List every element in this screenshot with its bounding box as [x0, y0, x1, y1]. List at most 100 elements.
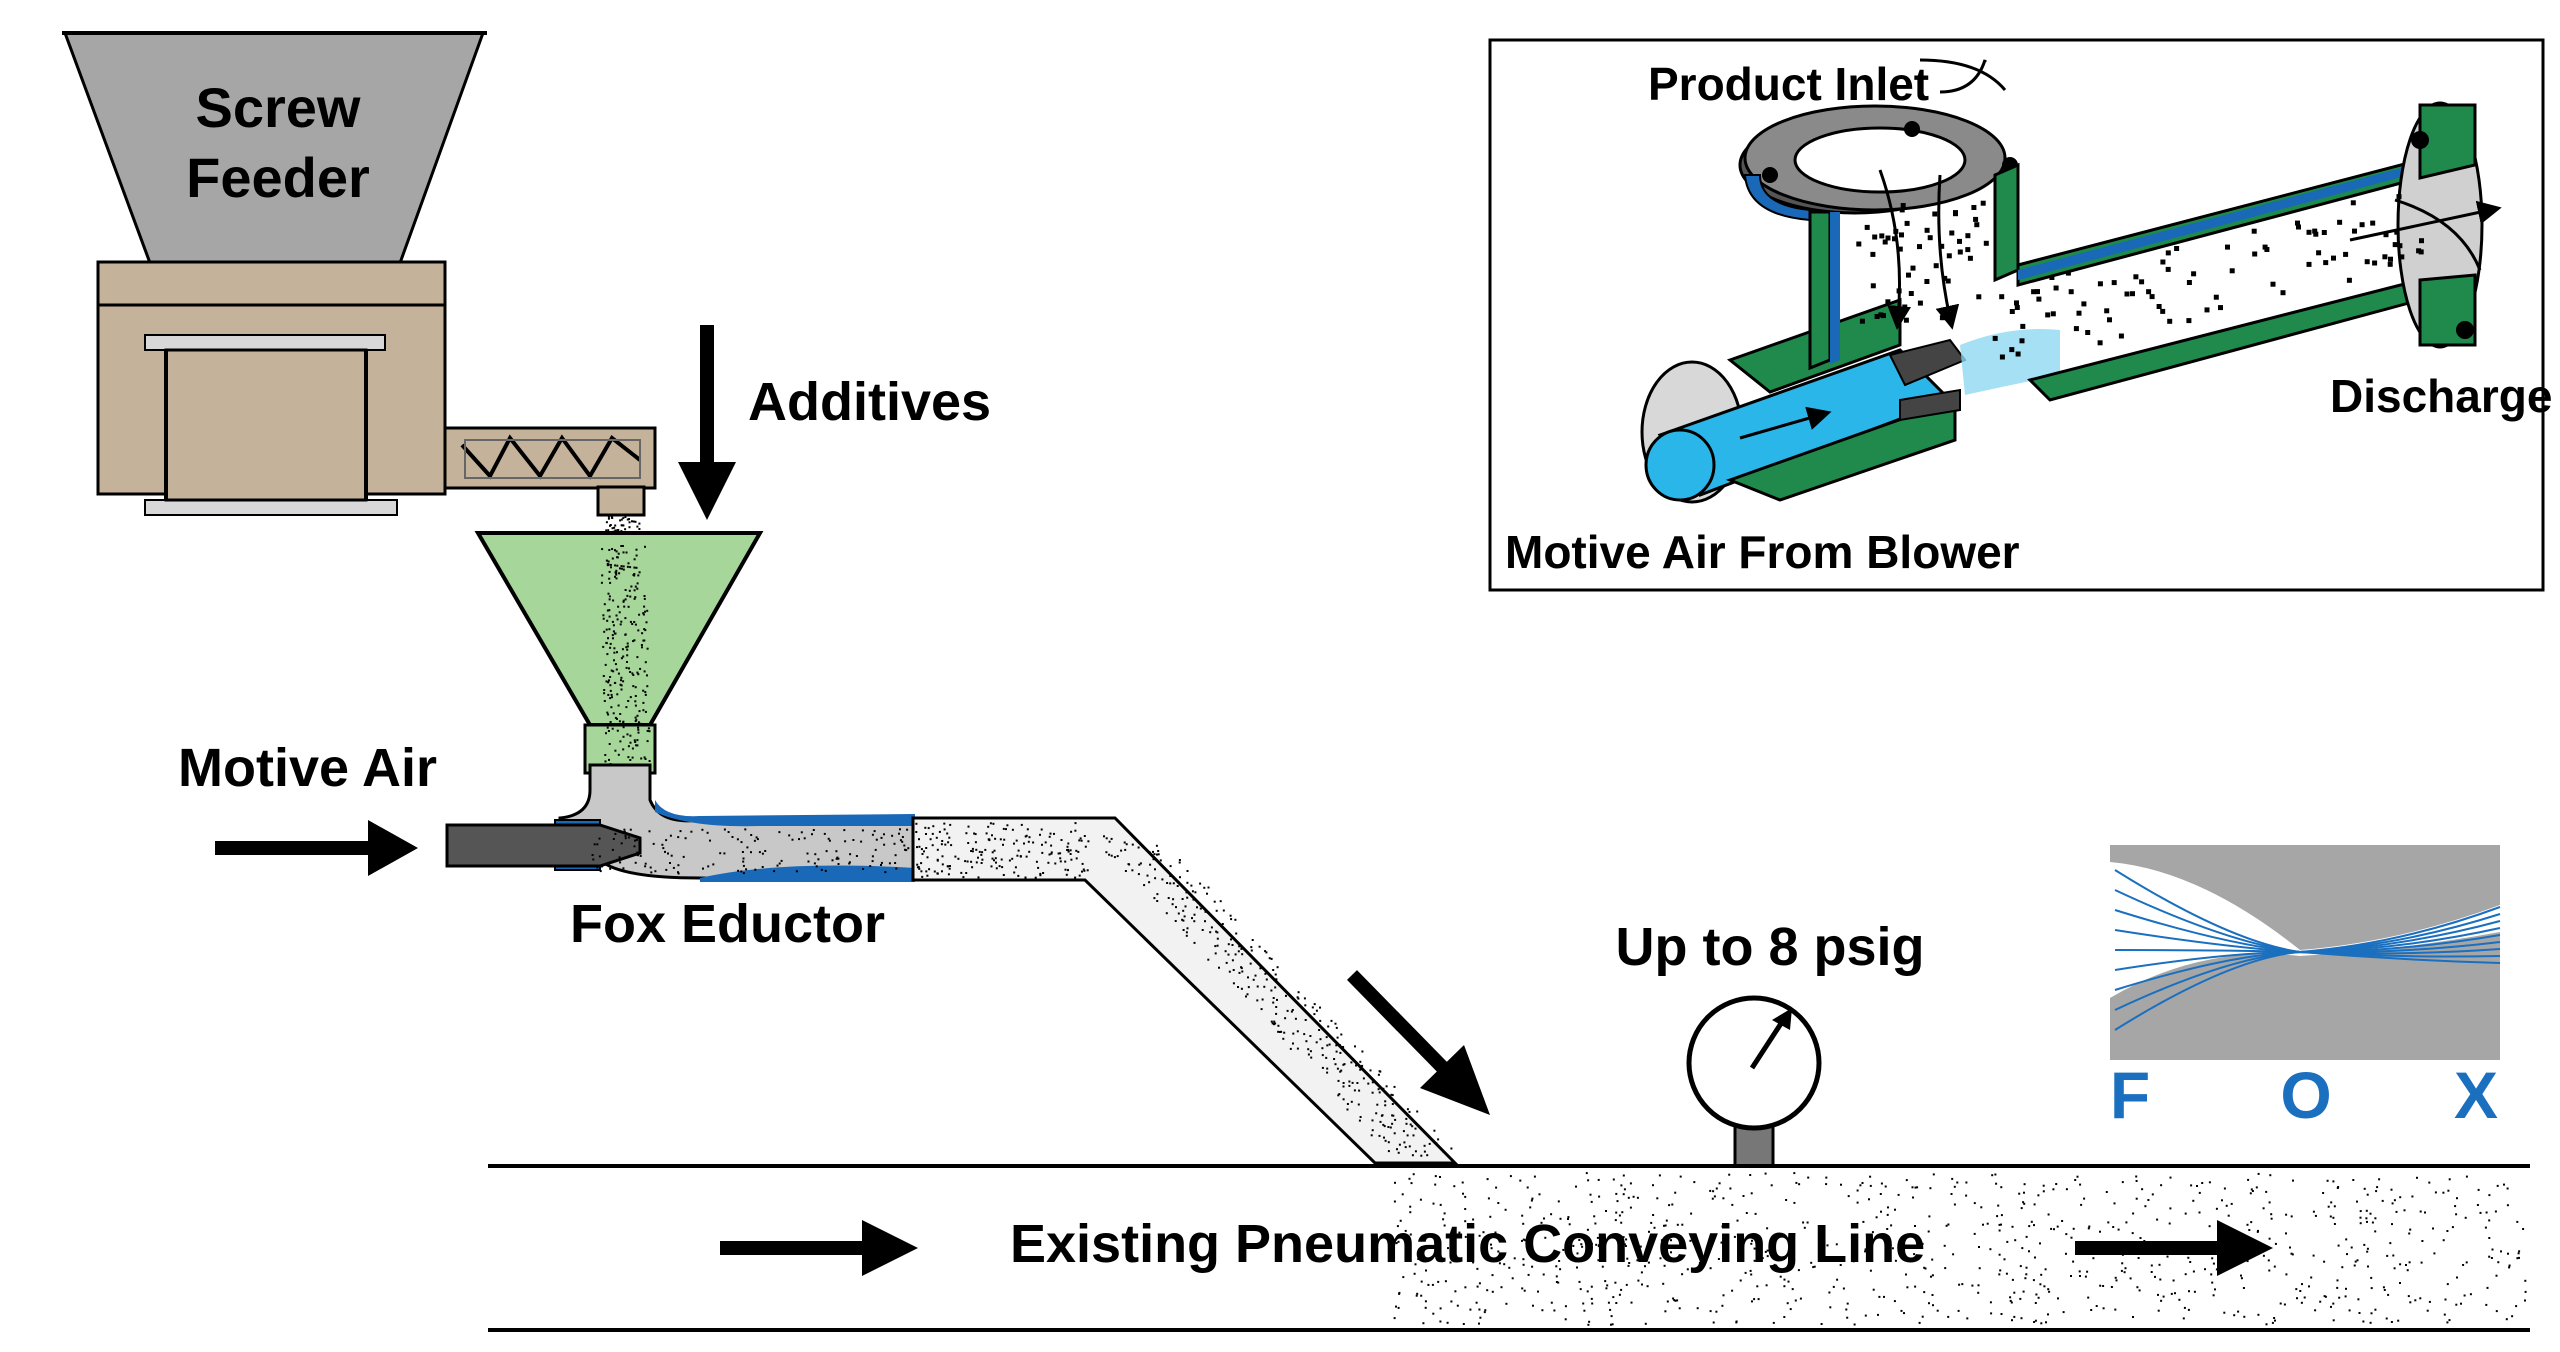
particle: [1193, 913, 1196, 916]
particle: [2160, 1184, 2163, 1187]
particle: [1533, 1175, 1536, 1178]
particle: [795, 870, 798, 873]
particle: [1367, 1082, 1370, 1085]
particle: [967, 842, 970, 844]
particle: [1185, 934, 1188, 937]
particle: [1432, 1312, 1435, 1315]
particle: [944, 843, 947, 846]
particle: [2057, 1297, 2059, 1300]
particle: [2198, 1191, 2201, 1194]
particle: [1397, 1306, 1400, 1309]
particle: [2187, 1256, 2190, 1259]
particle: [614, 681, 617, 684]
particle: [1531, 1265, 1534, 1268]
particle: [2399, 254, 2405, 260]
particle: [1274, 1022, 1277, 1025]
particle: [1914, 1186, 1917, 1189]
particle: [2319, 1300, 2322, 1303]
particle: [2270, 1213, 2273, 1216]
particle: [1783, 1234, 1786, 1237]
particle: [1543, 1217, 1545, 1220]
particle: [1989, 1301, 1992, 1304]
particle: [1856, 1189, 1859, 1192]
particle: [1296, 1047, 1299, 1050]
particle: [2285, 1232, 2287, 1235]
particle: [1623, 1243, 1626, 1246]
particle: [920, 870, 923, 873]
particle: [980, 853, 983, 856]
particle: [761, 852, 764, 855]
particle: [622, 568, 625, 571]
particle: [1869, 1175, 1872, 1178]
particle: [1437, 1138, 1440, 1141]
particle: [1914, 1225, 1916, 1227]
particle: [2252, 251, 2258, 257]
particle: [1337, 1094, 1340, 1097]
particle: [2167, 318, 2173, 324]
particle: [1588, 1320, 1591, 1323]
particle: [2003, 1258, 2006, 1261]
particle: [1605, 1210, 1607, 1212]
particle: [2223, 1311, 2226, 1314]
particle: [644, 710, 647, 713]
particle: [2204, 1268, 2206, 1271]
particle: [1652, 1214, 1655, 1216]
particle: [2034, 1256, 2036, 1259]
particle: [1973, 1232, 1976, 1235]
particle: [1271, 1022, 1274, 1025]
particle: [1348, 1084, 1351, 1087]
particle: [1265, 978, 1268, 981]
particle: [690, 830, 693, 833]
particle: [624, 589, 627, 591]
particle: [2407, 1295, 2410, 1298]
particle: [1973, 1202, 1976, 1205]
particle: [2009, 1296, 2012, 1299]
particle: [2389, 1242, 2392, 1245]
particle: [1927, 235, 1933, 241]
particle: [2310, 1276, 2313, 1279]
particle: [981, 851, 984, 854]
particle: [2408, 1261, 2411, 1264]
particle: [626, 518, 629, 521]
particle: [1050, 851, 1053, 854]
particle: [1207, 886, 1210, 889]
particle: [915, 822, 918, 825]
particle: [893, 842, 896, 845]
particle: [1929, 1187, 1932, 1190]
particle: [1371, 1091, 1374, 1094]
particle: [1361, 1050, 1364, 1053]
particle: [2102, 1285, 2105, 1287]
particle: [1980, 1206, 1983, 1209]
particle: [2497, 1261, 2500, 1264]
particle: [2005, 1272, 2008, 1275]
particle: [610, 669, 613, 672]
particle: [2454, 1205, 2457, 1208]
particle: [2104, 308, 2110, 314]
particle: [1537, 1227, 1540, 1229]
particle: [1074, 829, 1077, 832]
particle: [1918, 1321, 1921, 1324]
particle: [2350, 1246, 2353, 1249]
particle: [616, 618, 619, 621]
particle: [1662, 1282, 1665, 1285]
particle: [610, 566, 612, 569]
particle: [631, 756, 634, 759]
particle: [2358, 1312, 2361, 1314]
particle: [971, 850, 974, 853]
particle: [644, 629, 647, 632]
particle: [630, 585, 633, 588]
particle: [1283, 1031, 1286, 1034]
particle: [701, 828, 704, 831]
particle: [2428, 1181, 2431, 1184]
particle: [2019, 1297, 2022, 1300]
particle: [2366, 1220, 2368, 1223]
particle: [2088, 1225, 2091, 1228]
particle: [1326, 1044, 1329, 1047]
particle: [1449, 1261, 1452, 1264]
particle: [2031, 289, 2037, 295]
particle: [2170, 1292, 2173, 1295]
particle: [667, 852, 669, 855]
particle: [622, 735, 625, 738]
particle: [921, 853, 924, 855]
particle: [2129, 1277, 2132, 1280]
